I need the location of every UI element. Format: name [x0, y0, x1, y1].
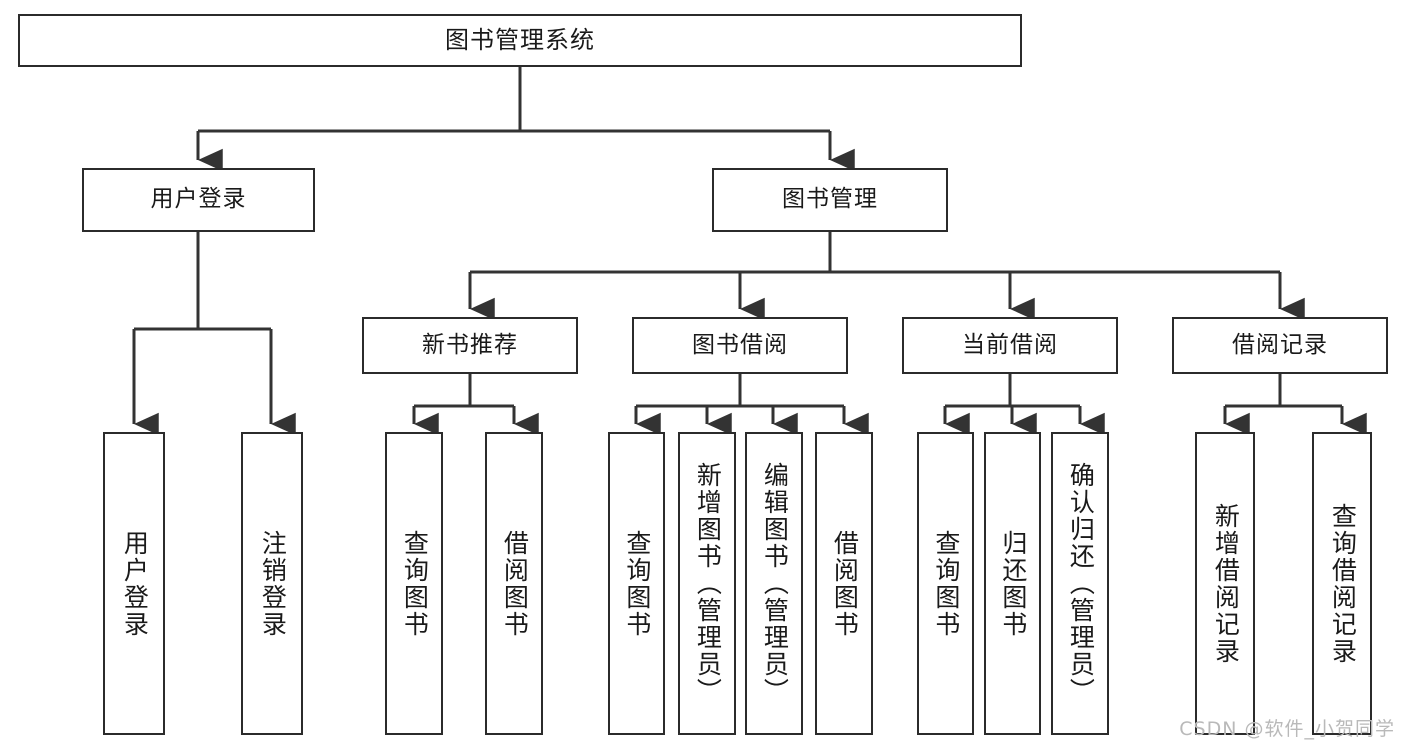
node-leaf-edit-book-admin[interactable]: 编辑图书（管理员） [745, 432, 803, 735]
node-new-book-recommend-label: 新书推荐 [422, 331, 518, 358]
node-leaf-query-book-borrow-label: 查询图书 [622, 529, 652, 638]
node-leaf-return-book[interactable]: 归还图书 [984, 432, 1041, 735]
node-leaf-query-borrow-record-label: 查询借阅记录 [1328, 502, 1358, 665]
node-leaf-borrow-book[interactable]: 借阅图书 [815, 432, 873, 735]
node-leaf-confirm-return-admin[interactable]: 确认归还（管理员） [1051, 432, 1109, 735]
node-leaf-logout-label: 注销登录 [258, 529, 288, 638]
node-leaf-user-login[interactable]: 用户登录 [103, 432, 165, 735]
node-leaf-return-book-label: 归还图书 [998, 529, 1028, 638]
node-leaf-add-borrow-record-label: 新增借阅记录 [1211, 502, 1241, 665]
node-root-book-management-system[interactable]: 图书管理系统 [18, 14, 1022, 67]
node-book-borrow[interactable]: 图书借阅 [632, 317, 848, 374]
node-leaf-query-book-recommend-label: 查询图书 [400, 529, 430, 638]
node-leaf-query-book-current[interactable]: 查询图书 [917, 432, 974, 735]
node-leaf-query-borrow-record[interactable]: 查询借阅记录 [1312, 432, 1372, 735]
node-leaf-add-book-admin-label: 新增图书（管理员） [693, 462, 723, 705]
node-leaf-query-book-recommend[interactable]: 查询图书 [385, 432, 443, 735]
node-leaf-query-book-borrow[interactable]: 查询图书 [608, 432, 665, 735]
node-new-book-recommend[interactable]: 新书推荐 [362, 317, 578, 374]
node-leaf-borrow-book-label: 借阅图书 [830, 529, 860, 638]
node-book-management-label: 图书管理 [782, 186, 878, 213]
node-user-login-label: 用户登录 [150, 186, 247, 213]
node-book-management[interactable]: 图书管理 [712, 168, 948, 232]
node-leaf-confirm-return-admin-label: 确认归还（管理员） [1066, 462, 1096, 705]
node-leaf-borrow-book-recommend[interactable]: 借阅图书 [485, 432, 543, 735]
node-current-borrow[interactable]: 当前借阅 [902, 317, 1118, 374]
node-borrow-record[interactable]: 借阅记录 [1172, 317, 1388, 374]
node-leaf-add-book-admin[interactable]: 新增图书（管理员） [678, 432, 736, 735]
node-leaf-borrow-book-recommend-label: 借阅图书 [500, 529, 530, 638]
node-book-borrow-label: 图书借阅 [692, 331, 788, 358]
node-leaf-edit-book-admin-label: 编辑图书（管理员） [760, 462, 790, 705]
node-user-login[interactable]: 用户登录 [82, 168, 315, 232]
node-leaf-query-book-current-label: 查询图书 [931, 529, 961, 638]
node-leaf-logout[interactable]: 注销登录 [241, 432, 303, 735]
node-leaf-user-login-label: 用户登录 [120, 529, 150, 638]
csdn-watermark: CSDN @软件_小贺同学 [1179, 718, 1395, 740]
node-borrow-record-label: 借阅记录 [1232, 331, 1328, 358]
node-root-label: 图书管理系统 [445, 26, 595, 55]
node-leaf-add-borrow-record[interactable]: 新增借阅记录 [1195, 432, 1255, 735]
node-current-borrow-label: 当前借阅 [962, 331, 1058, 358]
